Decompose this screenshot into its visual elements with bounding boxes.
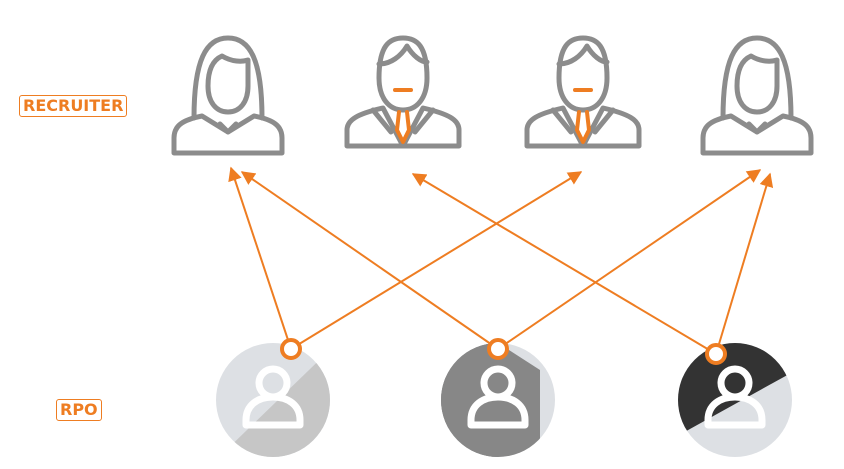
origin-dot-1 [280, 338, 302, 360]
arrow-rpo1-to-recruiter1 [228, 166, 292, 350]
rpo-label: RPO [56, 399, 102, 421]
arrow-rpo1-to-recruiter3 [290, 171, 583, 350]
origin-dots [280, 338, 727, 365]
arrow-rpo3-to-recruiter2 [411, 173, 717, 355]
recruiter-man-icon-2 [344, 35, 462, 149]
person-icon [242, 365, 304, 429]
origin-dot-2 [487, 338, 509, 360]
connection-arrows [228, 166, 774, 355]
arrow-rpo3-to-recruiter4 [715, 172, 774, 355]
recruiter-woman-icon-1 [171, 35, 285, 156]
rpo-node-2 [441, 343, 555, 457]
recruiter-woman-icon-4 [700, 35, 814, 156]
arrow-rpo2-to-recruiter4 [497, 169, 762, 350]
rpo-node-1 [216, 343, 330, 457]
rpo-node-3 [678, 343, 792, 457]
person-icon [704, 365, 766, 429]
arrow-rpo2-to-recruiter1 [240, 171, 499, 350]
recruiter-label: RECRUITER [19, 95, 128, 117]
recruiter-man-icon-3 [524, 35, 642, 149]
origin-dot-3 [705, 343, 727, 365]
person-icon [467, 365, 529, 429]
